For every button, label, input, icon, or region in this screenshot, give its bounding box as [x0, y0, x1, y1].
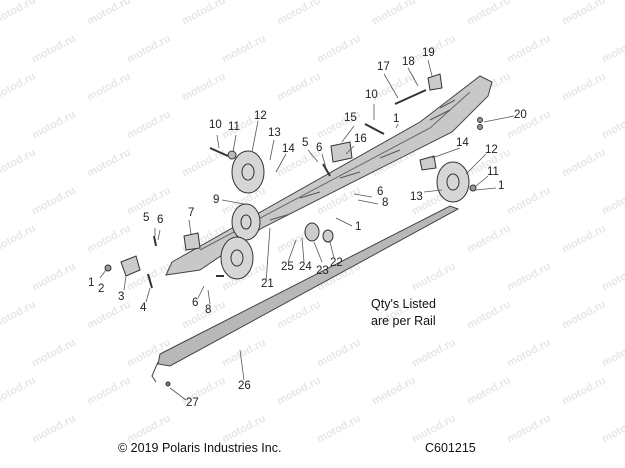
callout-20: 20 [514, 109, 527, 121]
callout-7: 7 [188, 207, 195, 219]
callout-1-mid: 1 [355, 221, 362, 233]
part-3-block [120, 255, 141, 277]
callout-9: 9 [213, 194, 220, 206]
callout-11-left: 11 [228, 121, 240, 133]
callout-11-right: 11 [487, 166, 499, 178]
callout-24: 24 [299, 261, 312, 273]
part-19-block [427, 73, 443, 91]
callout-12-right: 12 [485, 144, 498, 156]
callout-5-left: 5 [143, 212, 150, 224]
part-15-block [330, 141, 353, 163]
part-14-block [419, 155, 437, 171]
callout-4: 4 [140, 302, 147, 314]
part-22-cap [322, 229, 334, 243]
callout-6-top: 6 [316, 142, 323, 154]
callout-23: 23 [316, 265, 329, 277]
callout-21: 21 [261, 278, 274, 290]
callout-6-bottom: 6 [192, 297, 199, 309]
copyright-text: © 2019 Polaris Industries Inc. [118, 441, 282, 455]
callout-8-mid: 8 [382, 197, 389, 209]
quantity-note-line-2: are per Rail [371, 314, 436, 328]
callout-16: 16 [354, 133, 367, 145]
wheel-12-top [231, 150, 265, 194]
callout-1-right: 1 [498, 180, 505, 192]
callout-18: 18 [402, 56, 415, 68]
callout-13-right: 13 [410, 191, 423, 203]
wheel-12-right [436, 161, 470, 203]
callout-2: 2 [98, 283, 105, 295]
diagram-code: C601215 [425, 441, 476, 455]
wheel-lower [220, 236, 254, 280]
callout-8-left: 8 [205, 304, 212, 316]
callout-6-left: 6 [157, 214, 164, 226]
callout-14-left: 14 [282, 143, 295, 155]
callout-17: 17 [377, 61, 390, 73]
callout-1-left: 1 [88, 277, 95, 289]
callout-3: 3 [118, 291, 125, 303]
callout-6-mid: 6 [377, 186, 384, 198]
callout-25: 25 [281, 261, 294, 273]
quantity-note-line-1: Qty's Listed [371, 297, 436, 311]
callout-1-top: 1 [393, 113, 400, 125]
callout-22: 22 [330, 257, 343, 269]
quantity-note: Qty's Listed are per Rail [371, 296, 436, 330]
part-7-block [183, 232, 201, 251]
wheel-mid [231, 203, 261, 241]
callout-12-left: 12 [254, 110, 267, 122]
callout-15: 15 [344, 112, 357, 124]
callout-10-right: 10 [365, 89, 378, 101]
rail-web [199, 91, 471, 251]
callout-10-left: 10 [209, 119, 222, 131]
callout-13-left: 13 [268, 127, 281, 139]
callout-27: 27 [186, 397, 199, 409]
callout-19: 19 [422, 47, 435, 59]
part-23-hub [304, 222, 320, 242]
callout-26: 26 [238, 380, 251, 392]
callout-5-mid: 5 [302, 137, 309, 149]
callout-14-right: 14 [456, 137, 469, 149]
